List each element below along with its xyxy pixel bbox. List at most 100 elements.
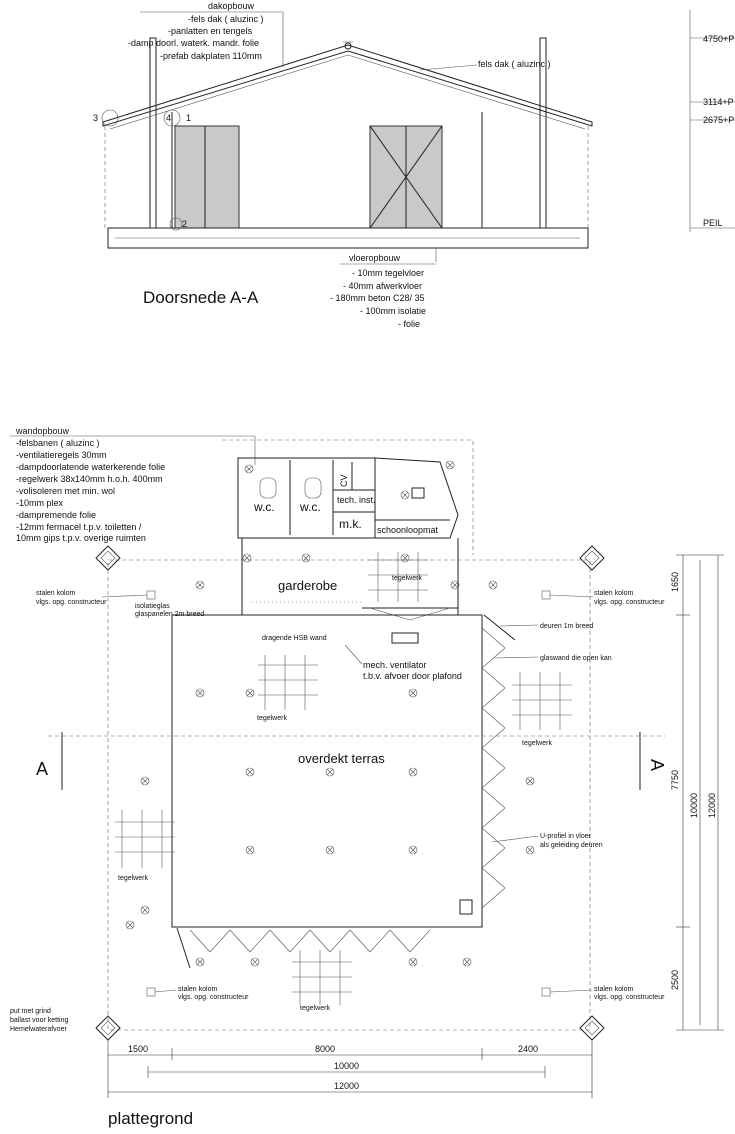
dim-7750: 7750 [670,770,680,790]
wall-layer: -dampdoorlatende waterkerende folie [16,462,165,472]
light-fixture-icon [301,553,311,563]
light-fixture-icon [488,580,498,590]
light-fixture-icon [325,767,335,777]
dim-10000: 10000 [334,1061,359,1071]
room-tech: tech. inst. [337,495,376,505]
wall-layer: -dampremende folie [16,510,96,520]
tegelwerk-label: tegelwerk [300,1005,330,1012]
note-put: put met grind [10,1008,51,1015]
light-fixture-icon [250,957,260,967]
note-uprofiel: U-profiel in vloer [540,833,592,840]
room-overdekt-terras: overdekt terras [298,751,385,766]
light-fixture-icon [245,767,255,777]
tegelwerk-label: tegelwerk [257,715,287,722]
light-fixture-icon [408,957,418,967]
light-fixture-icon [242,553,252,563]
light-fixture-icon [408,767,418,777]
wall-heading: wandopbouw [15,426,70,436]
plan-drawing: wandopbouw -felsbanen ( aluzinc ) -venti… [10,426,724,1128]
wall-layer: -felsbanen ( aluzinc ) [16,438,100,448]
note-kolom: vlgs. opg. constructeur [36,599,107,606]
note-vent: t.b.v. afvoer door plafond [363,671,462,681]
light-fixture-icon [245,845,255,855]
level-4750: 4750+P [703,34,734,44]
dim-12000: 12000 [334,1081,359,1091]
light-fixture-icon [400,490,410,500]
roof-heading: dakopbouw [208,1,255,11]
light-fixture-icon [244,464,254,474]
detail-mark-4: 4 [166,113,171,123]
dim-1650: 1650 [670,572,680,592]
wall-layer: -10mm plex [16,498,64,508]
level-3114: 3114+P [703,97,734,107]
light-fixture-icon [525,776,535,786]
dim-8000: 8000 [315,1044,335,1054]
dim-2400: 2400 [518,1044,538,1054]
corner-column [95,545,121,571]
room-garderobe: garderobe [278,578,337,593]
detail-mark-2: 2 [182,219,187,229]
section-title: Doorsnede A-A [143,288,259,307]
section-drawing: 4750+P 3114+P 2675+P PEIL dakopbouw -fel… [93,1,735,329]
light-fixtures [125,460,535,967]
room-mk: m.k. [339,517,362,531]
light-fixture-icon [195,688,205,698]
section-mark-left: A [36,759,48,779]
dim-1500: 1500 [128,1044,148,1054]
note-hsb: dragende HSB wand [262,635,327,642]
light-fixture-icon [140,905,150,915]
tile-grid [115,552,572,1005]
note-kolom: stalen kolom [594,986,633,993]
light-fixture-icon [195,580,205,590]
dim-12000-vertical: 12000 [707,793,717,818]
wall-layer: -volisoleren met min. wol [16,486,115,496]
roof-layer: -fels dak ( aluzinc ) [188,14,264,24]
detail-mark-1: 1 [186,113,191,123]
tegelwerk-label: tegelwerk [118,875,148,882]
light-fixture-icon [408,845,418,855]
note-glaswand: glaswand die open kan [540,655,612,662]
roof-layer: -damp doorl. waterk. mandr. folie [128,38,259,48]
tegelwerk-label: tegelwerk [392,575,422,582]
plan-title: plattegrond [108,1109,193,1128]
note-kolom: stalen kolom [594,590,633,597]
note-deuren: deuren 1m breed [540,623,593,630]
light-fixture-icon [450,580,460,590]
note-kolom: vlgs. opg. constructeur [594,994,665,1001]
floor-layer: - 100mm isolatie [360,306,426,316]
light-fixture-icon [245,688,255,698]
dim-10000-vertical: 10000 [689,793,699,818]
wall-layer: -12mm fermacel t.p.v. toiletten / [16,522,142,532]
floor-layer: - folie [398,319,420,329]
light-fixture-icon [462,957,472,967]
roof-label: fels dak ( aluzinc ) [478,59,551,69]
corner-column [579,1015,605,1041]
level-peil: PEIL [703,218,723,228]
light-fixture-icon [195,957,205,967]
dim-2500: 2500 [670,970,680,990]
roof-layer: -panlatten en tengels [168,26,253,36]
room-schoonloopmat: schoonloopmat [377,525,439,535]
room-cv: CV [339,474,349,487]
note-kolom: stalen kolom [36,590,75,597]
wall-layer: -regelwerk 38x140mm h.o.h. 400mm [16,474,163,484]
note-put: Hemelwaterafvoer [10,1026,67,1033]
tegelwerk-label: tegelwerk [522,740,552,747]
roof-layer: -prefab dakplaten 110mm [160,51,262,61]
note-kolom: vlgs. opg. constructeur [178,994,249,1001]
note-put: ballast voor ketting [10,1017,68,1024]
level-2675: 2675+P [703,115,734,125]
light-fixture-icon [525,845,535,855]
floor-layer: - 180mm beton C28/ 35 [330,293,425,303]
floor-layer: - 40mm afwerkvloer [343,281,422,291]
wall-layer: 10mm gips t.p.v. overige ruimten [16,533,146,543]
light-fixture-icon [408,688,418,698]
note-glas: isolatieglas [135,603,170,610]
light-fixture-icon [325,845,335,855]
corner-column [579,545,605,571]
note-vent: mech. ventilator [363,660,427,670]
floor-layer: - 10mm tegelvloer [352,268,424,278]
note-kolom: vlgs. opg. constructeur [594,599,665,606]
light-fixture-icon [125,920,135,930]
